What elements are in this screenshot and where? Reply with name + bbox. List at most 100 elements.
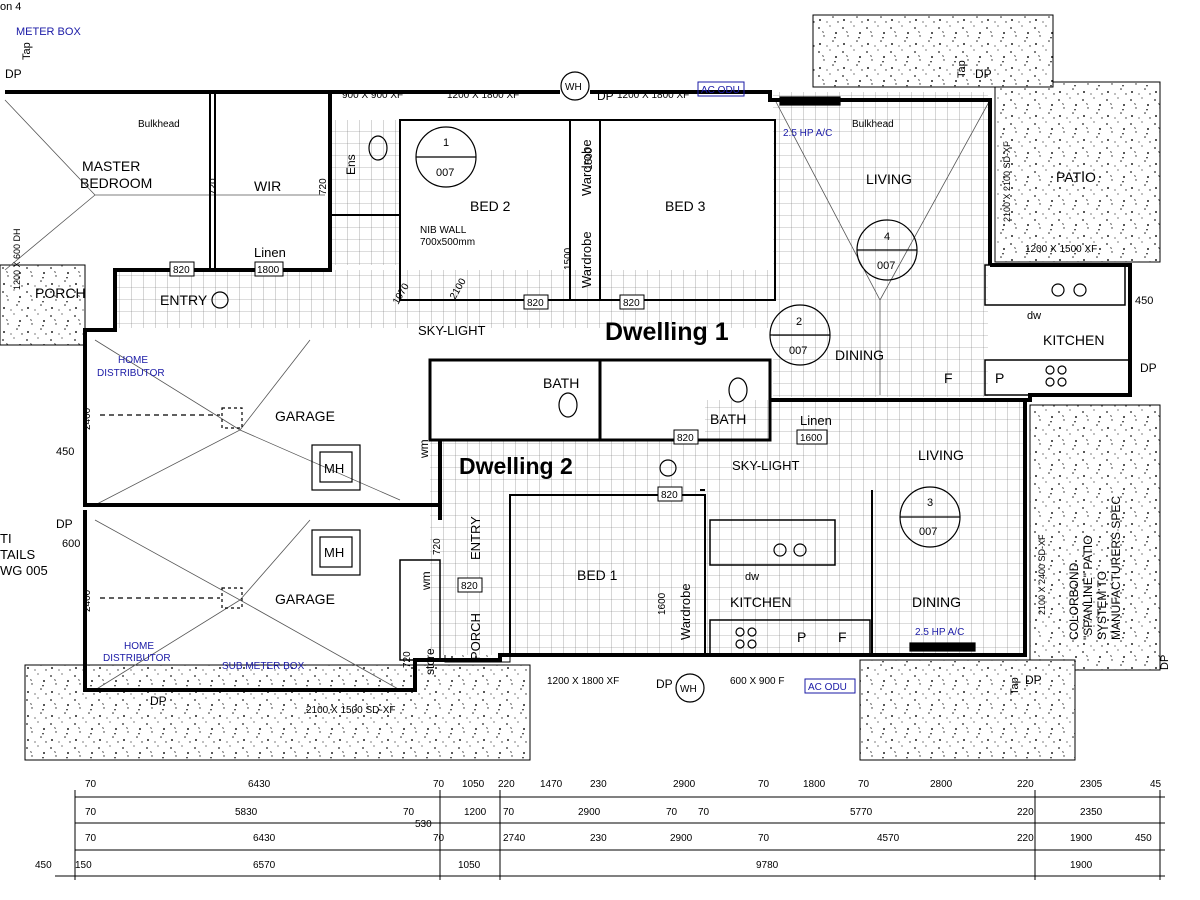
door-tag-820-e: 820 [661,490,678,501]
dim-r2-2: 70 [403,807,415,818]
concrete-areas [0,14,1161,761]
store-label: store [423,648,437,675]
dim-r4-3: 1050 [458,860,481,871]
door-tag-1500-a: 1500 [584,147,595,170]
door-tag-1600-b: 1600 [657,592,668,615]
dim-r3-3: 2740 [503,833,526,844]
wardrobe-label-1: Wardrobe [579,139,594,196]
dim-r4-1: 150 [75,860,92,871]
marker-3-number: 3 [927,497,933,509]
wardrobe-label-2: Wardrobe [579,231,594,288]
wir-label: WIR [254,178,281,194]
dim-r2-10: 220 [1017,807,1034,818]
hall2-tiles [430,440,710,655]
dim-r1-1: 6430 [248,779,271,790]
window-1200x1800-b: 1200 X 1800 XF [617,90,689,101]
home-distributor-2a: HOME [124,641,154,652]
dp-label-7: DP [656,677,673,691]
porch-label-2: PORCH [468,613,483,660]
dim-r4-2: 6570 [253,860,276,871]
home-distributor-1b: DISTRIBUTOR [97,368,165,379]
bottom-left-slab [24,664,531,761]
dp-label-4: DP [1140,361,1157,375]
dim-r3-8: 220 [1017,833,1034,844]
dim-r3-4: 230 [590,833,607,844]
home-distributor-1a: HOME [118,355,148,366]
marker-2-ref: 007 [789,345,807,357]
ac-odu-label-2: AC ODU [808,682,847,693]
fixtures [100,71,1087,703]
dim-450-left: 450 [56,446,74,458]
linen-label-2: Linen [800,413,832,428]
window-600x900: 600 X 900 F [730,676,784,687]
ac-label-2: 2.5 HP A/C [915,627,964,638]
dishwasher-label-1: dw [1027,310,1041,322]
dp-label-5: DP [56,517,73,531]
colorbond-note-3: SYSTEM TO [1095,571,1109,640]
dim-r1-8: 70 [758,779,770,790]
marker-4-number: 4 [884,231,890,243]
dp-label-9: DP [1159,655,1171,670]
dim-r1-9: 1800 [803,779,826,790]
ac-odu-label-1: AC ODU [701,85,740,96]
tap-label-3: Tap [1009,677,1021,695]
dp-label-2: DP [975,67,992,81]
pantry-label-2: P [797,629,806,645]
left-porch-slab [0,264,86,346]
title-fragment: on 4 [0,1,21,13]
wm-label-1: wm [417,439,431,459]
ensuite-tiles [330,120,400,265]
door-tag-720-b: 720 [318,178,329,195]
door-tag-820-c: 820 [623,298,640,309]
skylight-label-2: SKY-LIGHT [732,458,799,473]
dimension-row-4: 450 150 6570 1050 9780 1900 [35,860,1093,871]
fridge-label-1: F [944,370,953,386]
manhole-1 [311,444,361,491]
dim-r3-7: 4570 [877,833,900,844]
dim-r1-0: 70 [85,779,97,790]
dim-r2-9: 5770 [850,807,873,818]
master-bedroom-label-2: BEDROOM [80,175,152,191]
dim-600-left: 600 [62,538,80,550]
tap-label-1: Tap [21,42,33,60]
entry-label-2: ENTRY [468,516,483,560]
dp-label-8: DP [1025,673,1042,687]
water-heater-2 [675,673,705,703]
door-tag-2400-a: 2400 [82,407,93,430]
dim-r2-7: 70 [666,807,678,818]
door-tag-820-f: 820 [461,581,478,592]
living-label-2: LIVING [918,447,964,463]
living2-tiles [705,400,1025,655]
door-tag-1600: 1600 [800,433,823,444]
kitchen-label-2: KITCHEN [730,594,791,610]
dim-450-right: 450 [1135,295,1153,307]
window-1200x1500: 1200 X 1500 XF [1025,244,1097,255]
kitchen-label-1: KITCHEN [1043,332,1104,348]
ac-label-1: 2.5 HP A/C [783,128,832,139]
dim-r2-11: 2350 [1080,807,1103,818]
door-tag-720-d: 720 [402,651,413,668]
door-tag-820-d: 820 [677,433,694,444]
dim-r1-4: 220 [498,779,515,790]
bottom-right-slab [859,659,1076,761]
walls [5,90,1132,692]
dim-r1-6: 230 [590,779,607,790]
door-tag-720-a: 720 [208,178,219,195]
marker-1-number: 1 [443,137,449,149]
tiled-floors [115,92,1025,655]
water-heater-1 [560,71,590,101]
dim-r1-3: 1050 [462,779,485,790]
ensuite-label: Ens [344,154,358,175]
window-1200x600: 1200 X 600 DH [12,228,22,290]
dining-label-2: DINING [912,594,961,610]
dim-r3-9: 1900 [1070,833,1093,844]
garage-label-1: GARAGE [275,408,335,424]
wm-label-2: wm [419,571,433,591]
door-tag-2400-b: 2400 [82,589,93,612]
door-tag-1800: 1800 [257,265,280,276]
window-2100x2400: 2100 X 2400 SD-XF [1037,534,1047,615]
bed3-label: BED 3 [665,198,706,214]
dimension-row-3: 70 6430 70 2740 230 2900 70 4570 220 190… [85,833,1152,844]
dwelling-2-title: Dwelling 2 [459,453,573,479]
